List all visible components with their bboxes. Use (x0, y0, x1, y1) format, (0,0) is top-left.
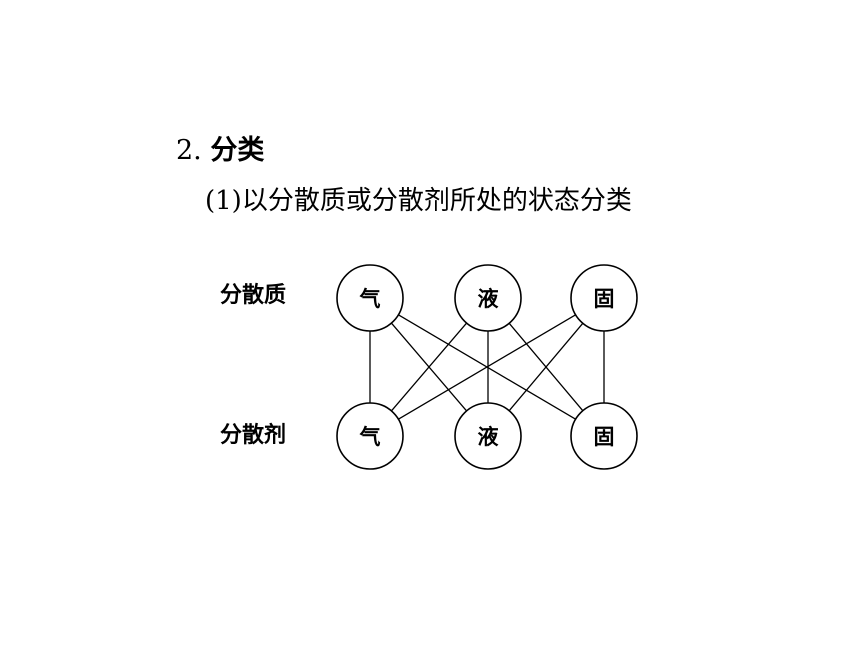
subheading: (1)以分散质或分散剂所处的状态分类 (205, 186, 632, 216)
node-circle (454, 402, 522, 470)
edge-2-0 (398, 314, 576, 420)
node-circle (570, 264, 638, 332)
section-heading: 2. 分类 (176, 134, 264, 168)
node-label: 液 (478, 425, 499, 449)
node-circle (336, 264, 404, 332)
node-label: 固 (594, 287, 615, 311)
node-circle (336, 402, 404, 470)
bottom-node-0: 气 (336, 402, 404, 470)
node-label: 气 (359, 425, 381, 449)
row-label-dispersion-medium: 分散剂 (220, 423, 287, 448)
top-node-1: 液 (454, 264, 522, 332)
state-nodes: 气液固气液固 (336, 264, 638, 470)
node-label: 固 (594, 425, 615, 449)
edge-1-0 (390, 322, 468, 412)
node-circle (454, 264, 522, 332)
bottom-node-1: 液 (454, 402, 522, 470)
section-number: 2. (176, 135, 202, 166)
edge-2-1 (508, 322, 584, 412)
top-node-2: 固 (570, 264, 638, 332)
node-label: 液 (478, 287, 499, 311)
connection-lines (369, 314, 605, 420)
node-label: 气 (359, 287, 381, 311)
section-title: 分类 (210, 135, 265, 166)
top-node-0: 气 (336, 264, 404, 332)
node-circle (570, 402, 638, 470)
row-label-dispersed-phase: 分散质 (220, 283, 287, 308)
bottom-node-2: 固 (570, 402, 638, 470)
